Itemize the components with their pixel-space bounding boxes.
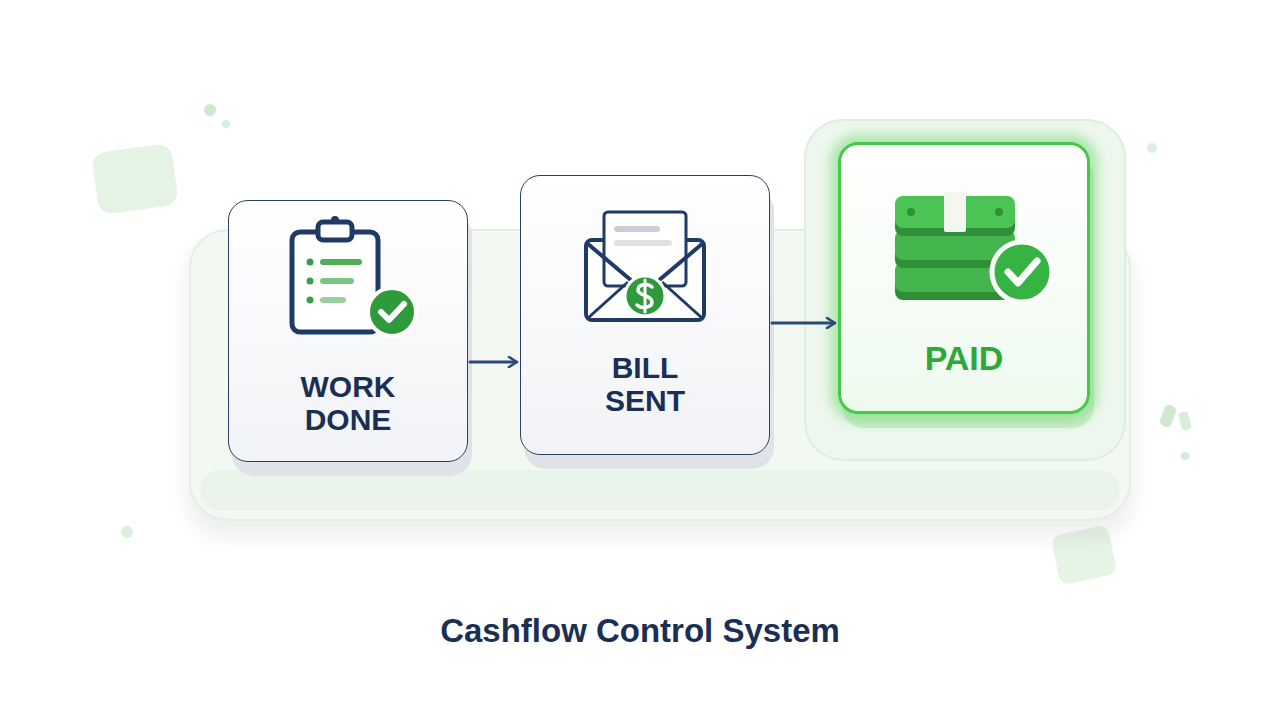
decor-squares xyxy=(91,143,179,216)
clipboard-icon xyxy=(320,259,362,265)
tile-faces xyxy=(228,142,1090,462)
clipboard-icon xyxy=(368,288,416,336)
decor-squares xyxy=(91,104,1192,585)
platform xyxy=(805,120,1125,460)
tile-bases xyxy=(232,134,1098,476)
clipboard-icon xyxy=(320,278,354,284)
clipboard-icon xyxy=(318,222,352,240)
process-box: BILL SENT xyxy=(520,175,770,455)
envelope-icon xyxy=(625,276,665,316)
paid-box: PAID xyxy=(838,142,1090,414)
clipboard-icon xyxy=(331,216,339,224)
money-stack-icon xyxy=(944,192,966,232)
clipboard-icon xyxy=(381,304,404,320)
money-stack-icon xyxy=(1008,261,1037,283)
envelope-icon xyxy=(586,212,704,320)
decor-squares xyxy=(1178,411,1192,431)
node-label: PAID xyxy=(925,340,1004,377)
node-label: WORK DONE xyxy=(278,370,418,436)
process-box: WORK DONE xyxy=(228,200,468,462)
envelope-icon xyxy=(614,226,660,232)
money-stack-icon xyxy=(895,192,1052,302)
clipboard-icon xyxy=(320,297,346,303)
clipboard-icon xyxy=(292,232,378,332)
node-label: BILL SENT xyxy=(575,351,715,417)
flow-arrow xyxy=(470,361,516,364)
decor-squares xyxy=(1147,143,1157,153)
tile-bases xyxy=(830,134,1098,422)
clipboard-icon xyxy=(292,216,416,336)
tile-faces xyxy=(228,200,468,462)
decor-squares xyxy=(1159,404,1178,429)
platform xyxy=(185,120,1135,538)
clipboard-icon xyxy=(307,297,314,304)
money-stack-icon xyxy=(907,208,915,216)
clipboard-icon xyxy=(307,259,314,266)
decor-squares xyxy=(204,104,216,116)
envelope-icon xyxy=(644,280,647,312)
envelope-icon xyxy=(614,240,672,246)
tile-faces xyxy=(838,142,1090,414)
money-stack-icon xyxy=(995,208,1003,216)
diagram-title: Cashflow Control System xyxy=(0,612,1280,650)
clipboard-icon xyxy=(307,278,314,285)
decor-squares xyxy=(121,526,133,538)
money-stack-icon xyxy=(992,242,1052,302)
tile-faces xyxy=(520,175,770,455)
decor-squares xyxy=(222,120,230,128)
decor-squares xyxy=(1181,452,1189,460)
flow-arrow xyxy=(772,322,834,325)
